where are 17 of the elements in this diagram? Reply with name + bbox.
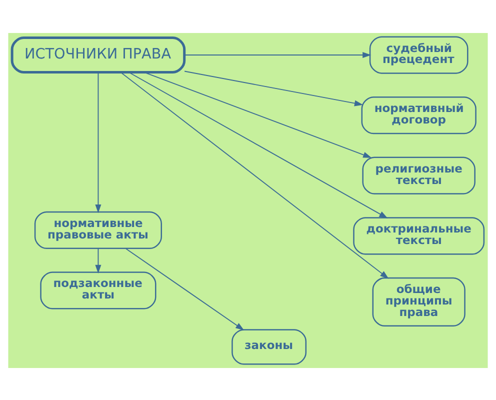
arrow <box>184 52 372 58</box>
arrow <box>184 70 364 106</box>
node-box: законы <box>232 328 307 364</box>
node-box: подзаконные акты <box>40 271 156 309</box>
arrow <box>125 247 244 330</box>
node-box: доктринальные тексты <box>353 216 485 254</box>
arrow <box>144 71 372 158</box>
arrow <box>120 71 389 278</box>
node-box: религиозные тексты <box>362 156 476 194</box>
arrow <box>95 71 102 213</box>
node-box: судебный прецедент <box>369 36 468 74</box>
node-box: ИСТОЧНИКИ ПРАВА <box>10 36 186 73</box>
node-box: нормативный договор <box>361 96 476 134</box>
node-box: нормативные правовые акты <box>34 210 162 248</box>
node-box: общие принципы права <box>372 276 466 326</box>
arrow <box>95 248 102 274</box>
arrow <box>128 71 388 218</box>
